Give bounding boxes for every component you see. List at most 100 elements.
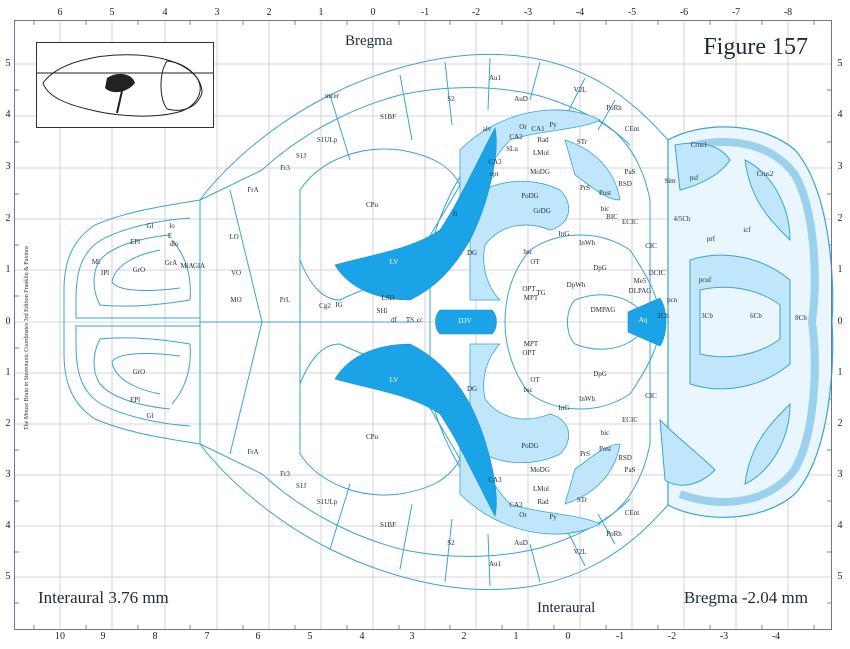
region-label-cg2: Cg2 [319,302,331,310]
top-tick-label: -3 [524,7,532,18]
top-tick-label: -4 [576,7,584,18]
top-tick-label: 5 [110,7,115,18]
region-label-mpt: MPT [524,294,539,302]
region-label-dcic: DCIC [649,269,666,277]
region-label-or-lower: Or [519,511,527,519]
region-label-post-lower: Post [599,445,611,453]
left-tick-label: 0 [6,316,11,327]
region-label-bsc-lower: bsc [523,386,532,394]
bottom-tick-label: 0 [566,631,571,642]
bottom-tick-label: 8 [153,631,158,642]
interaural-label-bottom: Interaural [537,600,596,616]
region-label-s2-lower: S2 [447,539,455,547]
region-label-mi: Mi [92,258,100,266]
bottom-tick-label: 3 [410,631,415,642]
region-label-cent-lower: CEnt [625,509,639,517]
top-tick-label: 3 [215,7,220,18]
olfactory-bulb [63,199,201,445]
region-label-str: STr [577,138,588,146]
region-label-shi: SHi [377,307,388,315]
region-label-ca3-lower: CA3 [488,476,502,484]
region-label-cpu: CPu [366,201,379,209]
bottom-tick-label: 9 [101,631,106,642]
region-label-aud: AuD [514,95,528,103]
region-label-bic: bic [601,205,610,213]
right-tick-label: 3 [838,161,843,172]
region-label-2cb: 2Cb [657,312,669,320]
sagittal-inset [36,42,214,128]
region-label-ts: TS [406,316,414,324]
region-label-modg: MoDG [530,168,550,176]
right-tick-label: 1 [838,367,843,378]
region-label-cic: CIC [645,242,657,250]
region-label-porh-lower: PoRh [606,530,622,538]
region-label-s2: S2 [447,95,455,103]
left-tick-label: 4 [6,109,11,120]
region-label-prl: PrL [280,296,291,304]
region-label-aud-lower: AuD [514,539,528,547]
region-label-crus2: Crus2 [757,170,774,178]
region-label-mpt-lower: MPT [524,340,539,348]
region-label-s1ulp: S1ULp [317,136,338,144]
region-label-ca3: CA3 [488,158,502,166]
ventricles [334,127,667,517]
region-label-ipl: IPl [101,269,109,277]
brain-outline [199,53,669,591]
right-tick-label: 3 [838,469,843,480]
right-tick-label: 4 [838,520,843,531]
top-tick-label: -8 [784,7,792,18]
region-label-vo: VO [231,269,241,277]
region-label-au1: Au1 [489,74,502,82]
region-label-porh: PoRh [606,104,622,112]
region-label-crus1: Crus1 [691,141,708,149]
region-label-optn-lower: OPT [522,349,536,357]
interaural-value: Interaural 3.76 mm [38,588,169,607]
region-label-s1j: S1J [296,152,306,160]
region-label-fi: fi [453,210,457,218]
top-tick-label: 0 [371,7,376,18]
top-tick-label: 1 [319,7,324,18]
region-label-dg-lower: DG [467,385,477,393]
region-label-cic-lower: CIC [645,392,657,400]
region-label-ecic: ECIC [622,218,638,226]
region-label-s1bf-lower: S1BF [380,521,396,529]
region-label-s1ulp-lower: S1ULp [317,498,338,506]
region-label-grdg: GrDG [533,207,551,215]
region-label-cc: cc [417,316,423,324]
region-label-6cb: 6Cb [750,312,762,320]
region-label-d3v: D3V [458,317,472,325]
region-label-opt: opt [490,170,499,178]
region-label-ca1: CA1 [531,125,545,133]
left-tick-label: 1 [6,264,11,275]
bregma-label-top: Bregma [345,33,393,49]
region-label-gla: GlA [193,262,205,270]
region-label-cent: CEnt [625,125,639,133]
region-label-prf: prf [707,235,716,243]
region-label-optn: OPT [522,285,536,293]
region-label-ca2: CA2 [509,133,523,141]
region-label-lolot: lo [169,222,175,230]
region-label-gro: GrO [133,266,145,274]
top-tick-label: 6 [58,7,63,18]
left-tick-label: 3 [6,161,11,172]
sagittal-inset-svg [37,54,213,117]
right-tick-label: 0 [838,316,843,327]
top-tick-label: -1 [421,7,429,18]
region-label-lo: LO [229,233,238,241]
top-tick-label: -6 [680,7,688,18]
right-tick-label: 5 [838,571,843,582]
region-label-ca2-lower: CA2 [509,501,523,509]
region-label-ot-lower: OT [530,376,540,384]
region-label-fr3: Fr3 [280,164,290,172]
region-label-modg-lower: MoDG [530,466,550,474]
region-label-mo: MO [230,296,241,304]
region-label-bic-lower: bic [601,429,610,437]
figure-title: Figure 157 [703,34,808,60]
region-label-gl-lower: Gl [147,412,154,420]
region-label-lsd: LSD [381,294,394,302]
region-label-fra: FrA [247,186,258,194]
region-label-pas-lower: PaS [625,466,636,474]
